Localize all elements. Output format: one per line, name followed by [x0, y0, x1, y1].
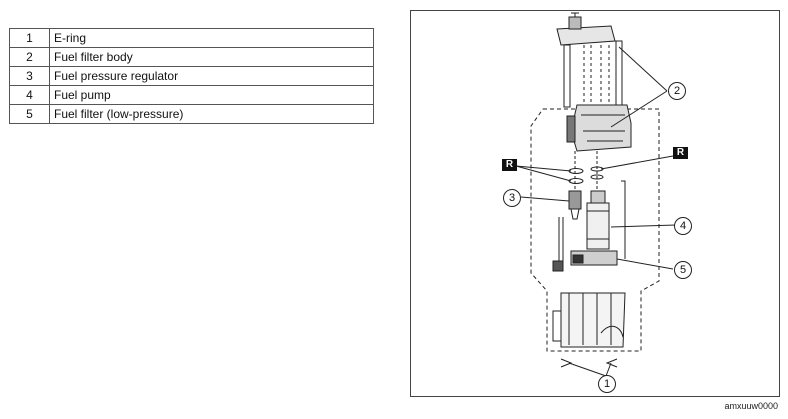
- callout-3: 3: [503, 189, 521, 207]
- callout-2: 2: [668, 82, 686, 100]
- reservoir-cup: [560, 292, 626, 348]
- replace-badge-left: R: [502, 159, 517, 171]
- fuel-pump-unit-illustration: [515, 12, 677, 377]
- assembly-outline: [530, 108, 660, 352]
- legend-number: 3: [9, 66, 50, 86]
- legend-row: 4 Fuel pump: [9, 85, 374, 105]
- legend-description: Fuel filter (low-pressure): [49, 104, 374, 124]
- legend-description: Fuel pump: [49, 85, 374, 105]
- replace-badge-right: R: [673, 147, 688, 159]
- legend-row: 2 Fuel filter body: [9, 47, 374, 67]
- legend-row: 1 E-ring: [9, 28, 374, 48]
- e-ring-right: [605, 358, 618, 368]
- legend-number: 4: [9, 85, 50, 105]
- legend-number: 1: [9, 28, 50, 48]
- o-ring-left-2: [568, 178, 584, 184]
- parts-legend-table: 1 E-ring 2 Fuel filter body 3 Fuel press…: [9, 28, 374, 124]
- e-ring-left: [560, 358, 573, 368]
- legend-row: 3 Fuel pressure regulator: [9, 66, 374, 86]
- figure-code: amxuuw0000: [724, 401, 778, 411]
- callout-5: 5: [674, 261, 692, 279]
- legend-number: 5: [9, 104, 50, 124]
- flange-pipe-left: [563, 44, 571, 108]
- legend-number: 2: [9, 47, 50, 67]
- o-ring-left-1: [568, 168, 584, 174]
- legend-description: Fuel filter body: [49, 47, 374, 67]
- diagram-frame: 2 3 4 5 1 R R: [410, 10, 780, 397]
- fuel-filter-body: [570, 104, 632, 152]
- flange-pipe-right: [615, 40, 623, 112]
- fuel-pump: [586, 202, 610, 250]
- legend-description: E-ring: [49, 28, 374, 48]
- flange-plate: [556, 25, 616, 46]
- connector: [568, 16, 582, 30]
- fuel-pressure-regulator: [568, 190, 582, 210]
- legend-description: Fuel pressure regulator: [49, 66, 374, 86]
- legend-row: 5 Fuel filter (low-pressure): [9, 104, 374, 124]
- callout-4: 4: [674, 217, 692, 235]
- callout-1: 1: [598, 375, 616, 393]
